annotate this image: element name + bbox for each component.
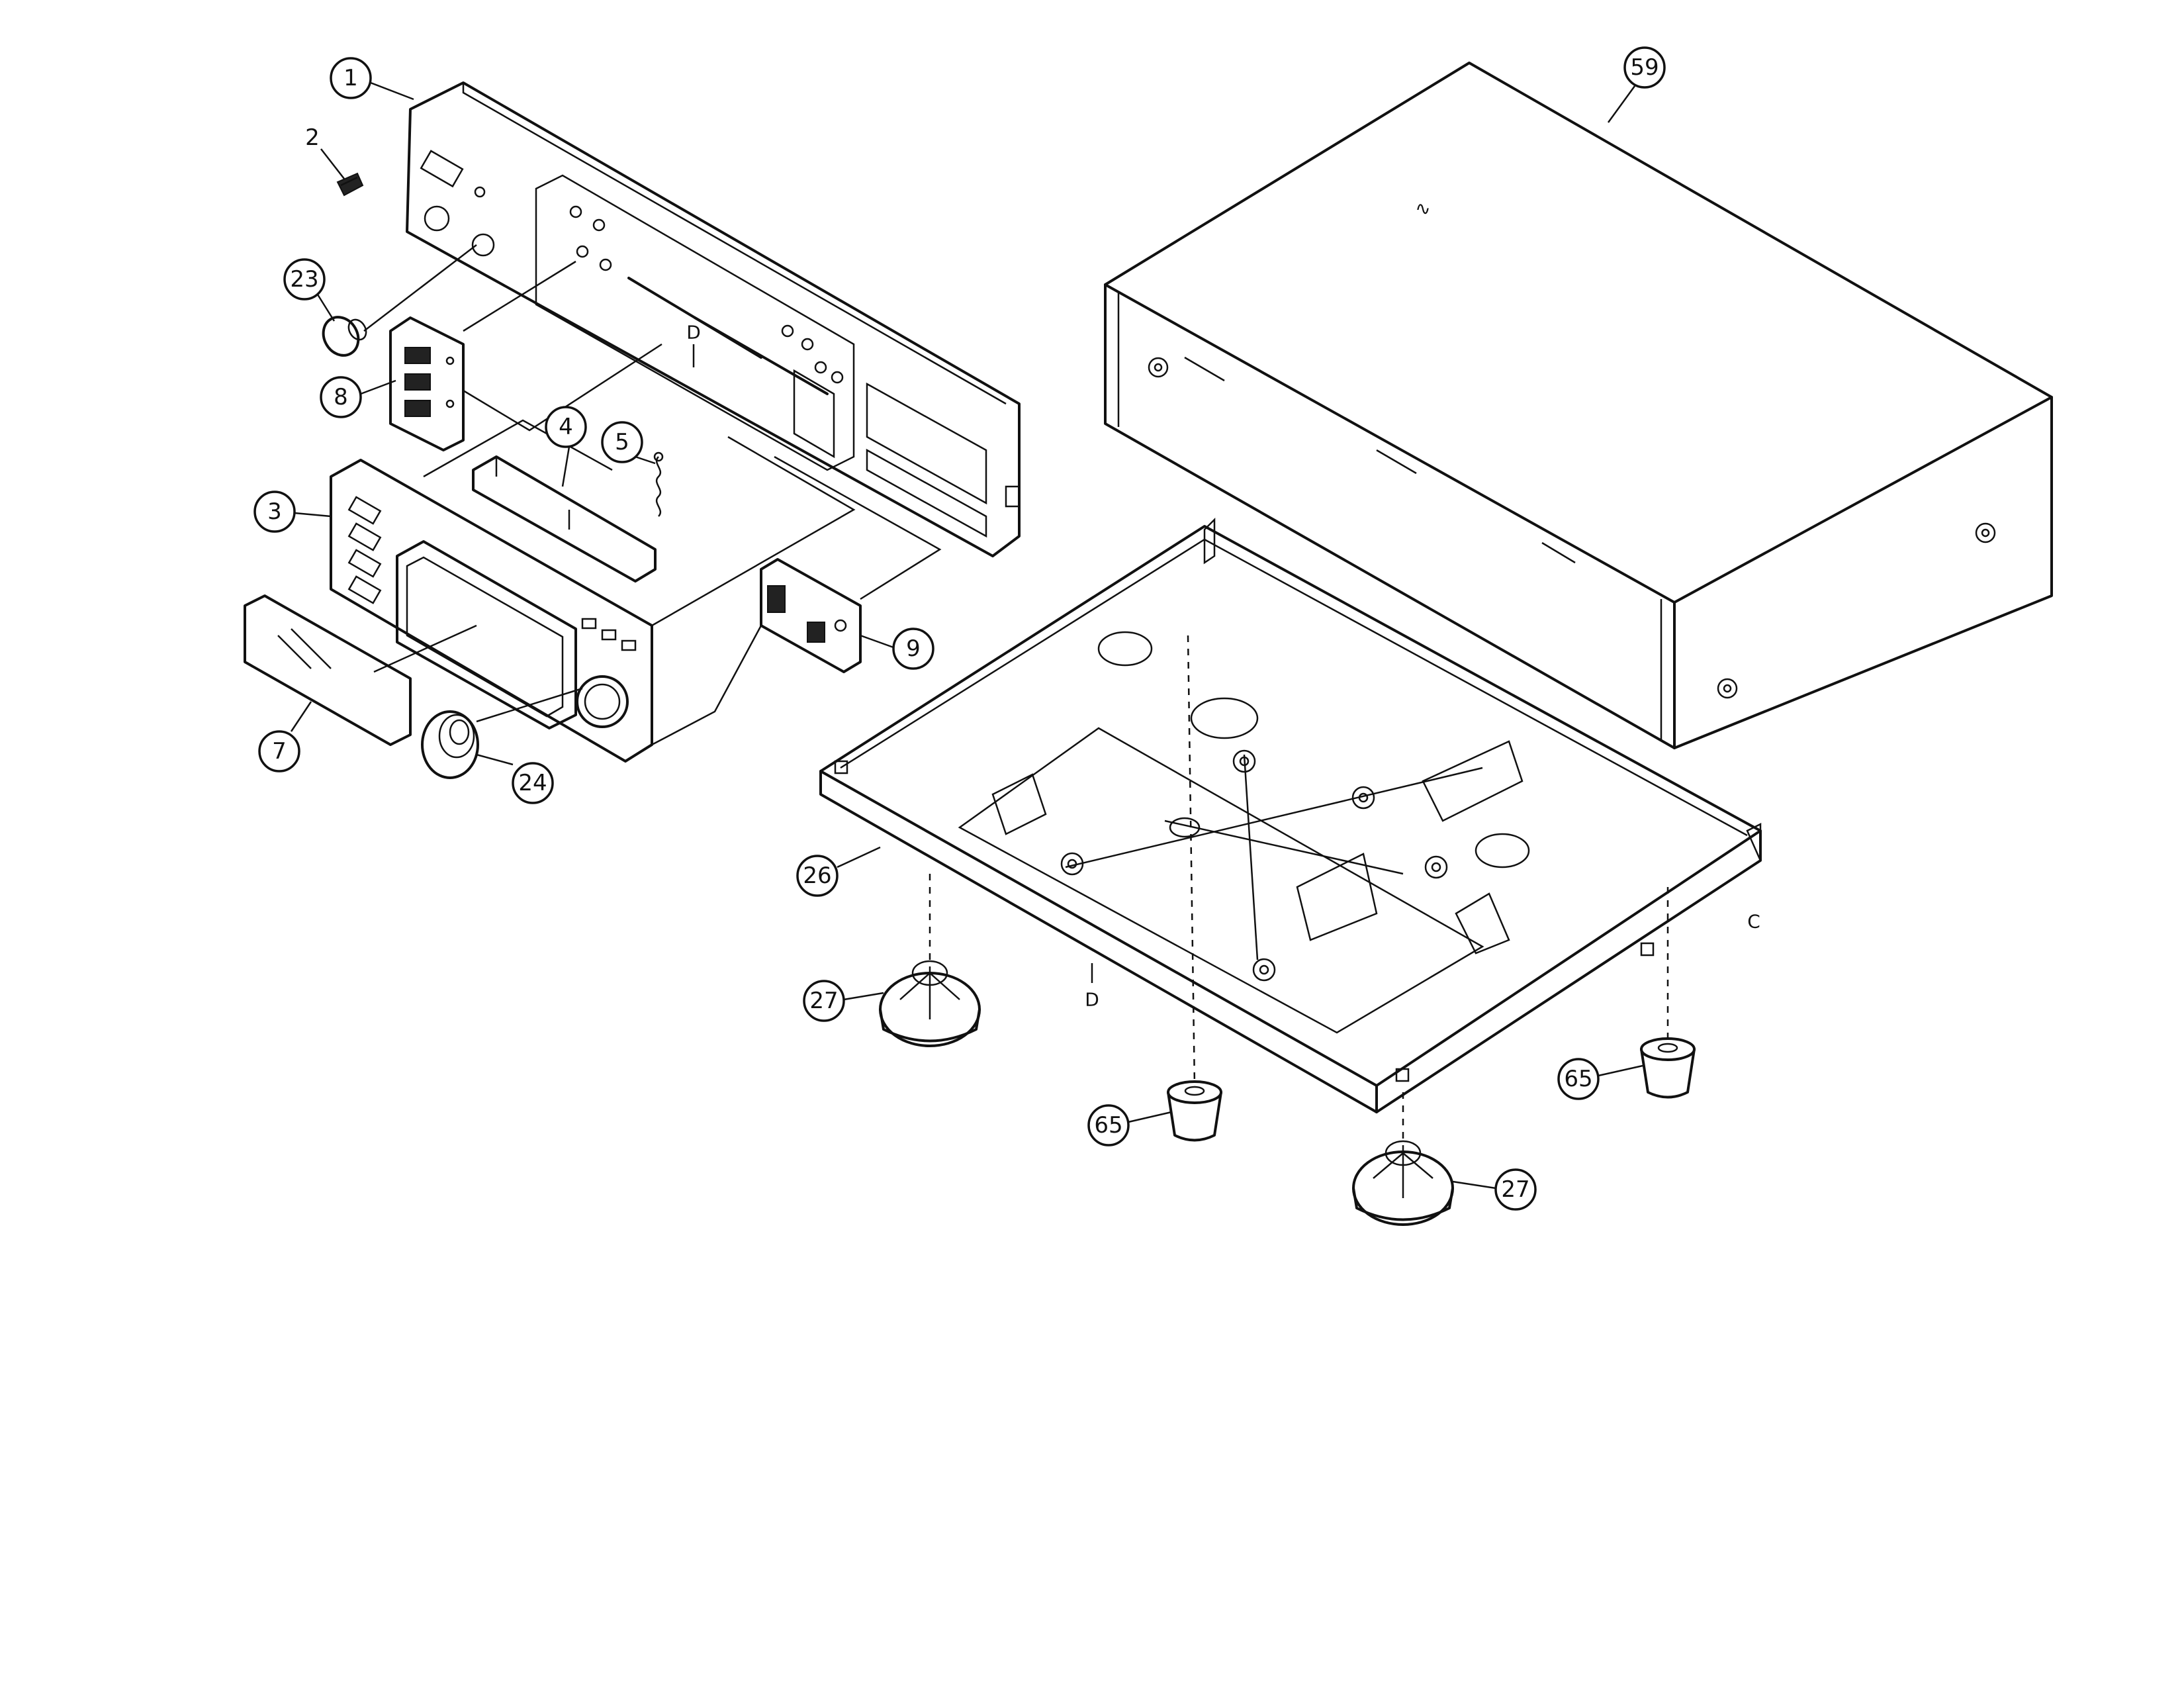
svg-text:65: 65 [1564,1066,1592,1092]
svg-text:∿: ∿ [1415,198,1430,220]
front-panel [406,81,1021,557]
assembly-guide-lines [363,244,1669,1152]
svg-text:9: 9 [906,635,921,662]
svg-text:5: 5 [615,429,629,455]
callout-23: 23 [283,258,336,322]
switch-board [389,316,465,451]
display-window [244,594,412,746]
callout-65-right: 65 [1557,1058,1643,1100]
foot-small-right [1640,1037,1696,1099]
foot-left [879,960,981,1047]
callout-5: 5 [601,421,656,465]
jack-board [760,558,862,673]
svg-text:59: 59 [1630,54,1659,81]
display-holder [472,455,657,583]
foot-right [1352,1140,1454,1226]
svg-text:3: 3 [267,498,282,525]
callout-27-left: 27 [803,980,884,1022]
svg-text:C: C [1747,911,1760,933]
front-panel-holes [569,205,844,384]
callout-8: 8 [320,376,396,418]
svg-text:4: 4 [559,414,573,440]
spring [653,451,664,517]
svg-text:7: 7 [272,738,287,765]
chassis-inner [958,631,1530,1034]
callout-7: 7 [258,701,312,772]
svg-text:26: 26 [803,863,831,889]
svg-text:24: 24 [518,770,547,796]
callout-1: 1 [330,57,414,101]
foot-small-center [1167,1080,1222,1142]
screw [336,172,364,197]
callout-59: 59 [1607,46,1666,123]
svg-text:27: 27 [809,988,838,1014]
volume-knob [421,710,479,779]
callout-2: 2 [305,124,345,179]
svg-text:23: 23 [290,266,318,293]
svg-text:8: 8 [334,384,348,410]
top-cover: ∿ [1104,62,2053,749]
svg-text:2: 2 [305,124,320,151]
ref-d-bottom: D [1085,963,1099,1011]
ref-c-right: C [1747,911,1760,933]
knob-small [322,316,367,357]
svg-text:27: 27 [1501,1176,1529,1203]
callout-27-right: 27 [1452,1168,1537,1211]
callout-9: 9 [860,628,934,670]
svg-text:D: D [686,322,701,344]
callout-26: 26 [796,846,881,897]
svg-text:D: D [1085,989,1099,1011]
callout-3: 3 [253,491,332,533]
callout-4: 4 [545,406,587,487]
chassis [819,517,1762,1113]
svg-text:1: 1 [343,65,358,91]
callout-24: 24 [476,753,554,804]
svg-text:65: 65 [1094,1112,1122,1139]
callout-65-center: 65 [1087,1104,1172,1146]
ref-d-top: D [686,322,701,367]
